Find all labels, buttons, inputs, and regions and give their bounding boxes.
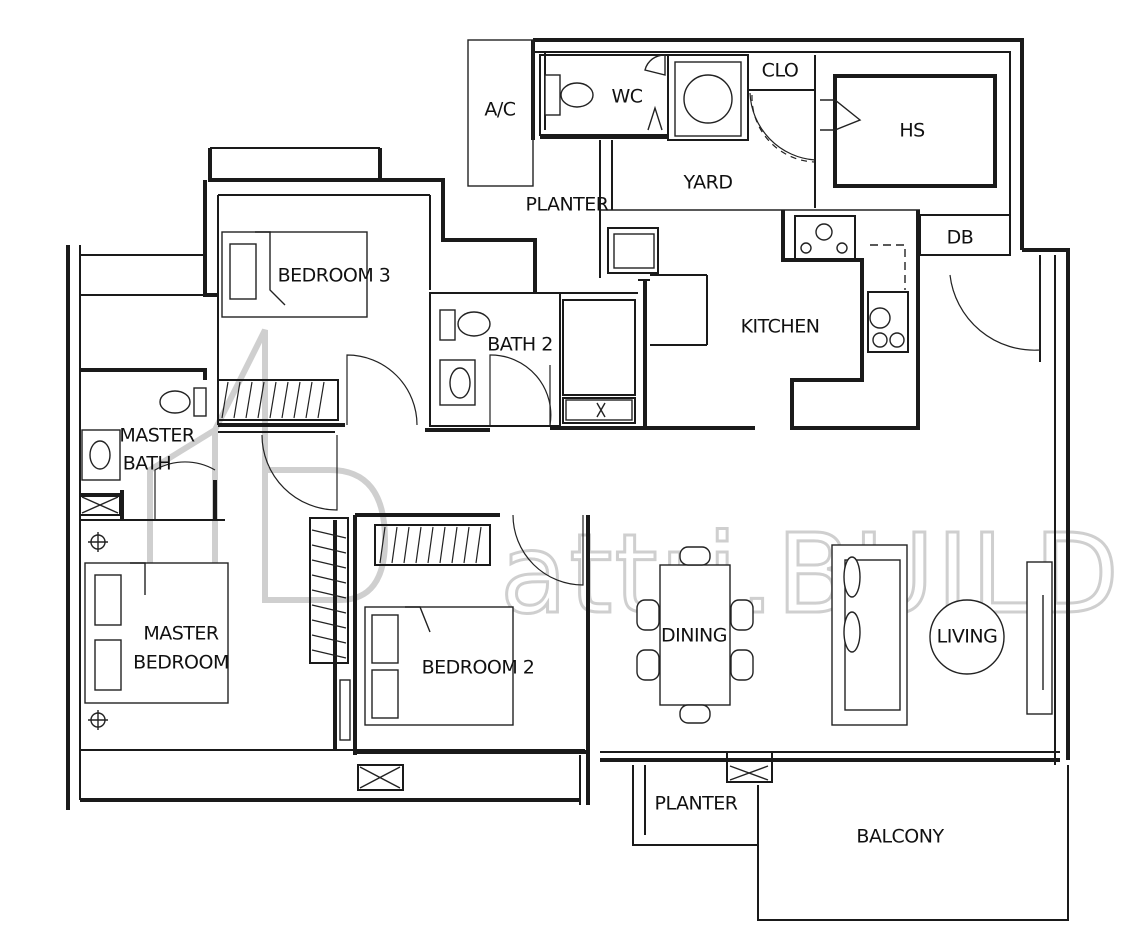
label-living: LIVING	[937, 626, 998, 648]
label-planter-top: PLANTER	[525, 194, 608, 216]
label-hs: HS	[899, 120, 924, 142]
label-bath2: BATH 2	[487, 334, 553, 356]
wardrobes	[217, 379, 491, 659]
watermark: attri.BUILD	[147, 328, 1121, 640]
label-bedroom2: BEDROOM 2	[422, 657, 535, 679]
dining-chairs	[636, 546, 754, 724]
label-planter-bottom: PLANTER	[654, 793, 737, 815]
living-rug	[929, 599, 1005, 675]
label-bedroom3: BEDROOM 3	[278, 265, 391, 287]
label-ac: A/C	[484, 99, 515, 121]
furniture	[81, 61, 1053, 789]
room-labels: A/C WC CLO HS YARD PLANTER DB BEDROOM 3 …	[119, 60, 998, 848]
walls	[66, 38, 1070, 921]
tv-console	[1026, 561, 1053, 715]
label-master-bedroom-line1: MASTER	[143, 623, 219, 645]
doors	[154, 54, 1041, 586]
bath2-toilet	[439, 309, 491, 341]
label-dining: DINING	[661, 625, 727, 647]
label-wc: WC	[611, 86, 642, 108]
label-master-bath-line2: BATH	[123, 453, 171, 475]
label-balcony: BALCONY	[856, 826, 944, 848]
sofa	[831, 544, 908, 726]
label-yard: YARD	[683, 172, 733, 194]
label-master-bedroom-line2: BEDROOM	[133, 652, 229, 674]
wc-toilet	[544, 74, 594, 116]
label-kitchen: KITCHEN	[741, 316, 820, 338]
watermark-text: attri.BUILD	[500, 510, 1121, 638]
label-db: DB	[947, 227, 974, 249]
label-clo: CLO	[762, 60, 799, 82]
label-master-bath-line1: MASTER	[119, 425, 195, 447]
master-bath-toilet	[159, 387, 207, 417]
